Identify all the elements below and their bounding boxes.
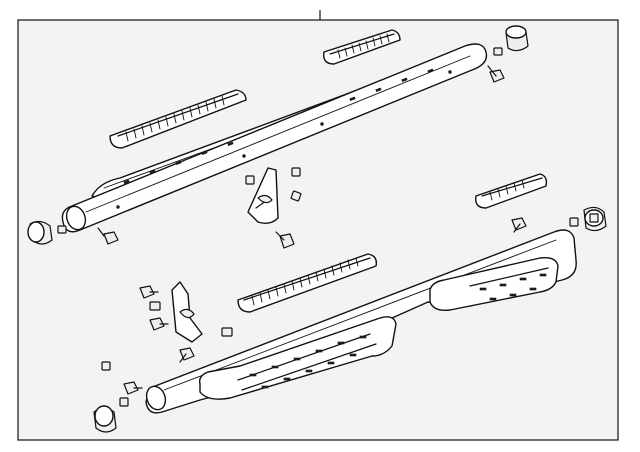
end-cap-upper-left xyxy=(27,220,53,245)
bolt-upper-left xyxy=(97,227,119,245)
step-pad-upper-left xyxy=(109,89,247,149)
end-cap-upper-right xyxy=(505,25,529,52)
lower-right-hardware xyxy=(511,217,579,233)
nut-upper-right xyxy=(493,47,503,56)
step-slots xyxy=(249,273,547,389)
mounting-bracket-center xyxy=(247,167,279,225)
plate-slots xyxy=(123,68,434,185)
step-pad-lower-right xyxy=(475,173,548,209)
bolt-upper-right xyxy=(487,65,505,83)
end-cap-lower-left xyxy=(93,405,117,433)
upper-step-bar xyxy=(61,43,488,233)
step-pad-upper-right xyxy=(323,29,401,65)
nut-upper-left xyxy=(57,225,67,234)
diagram-frame xyxy=(17,19,619,441)
step-pad-lower-center xyxy=(237,253,378,313)
lower-left-hardware xyxy=(101,285,233,407)
center-hardware xyxy=(245,167,302,249)
mounting-bracket-left xyxy=(171,281,203,343)
lower-tube-step-bar xyxy=(145,229,577,414)
tube-holes xyxy=(116,70,452,209)
end-cap-lower-right xyxy=(583,206,607,232)
